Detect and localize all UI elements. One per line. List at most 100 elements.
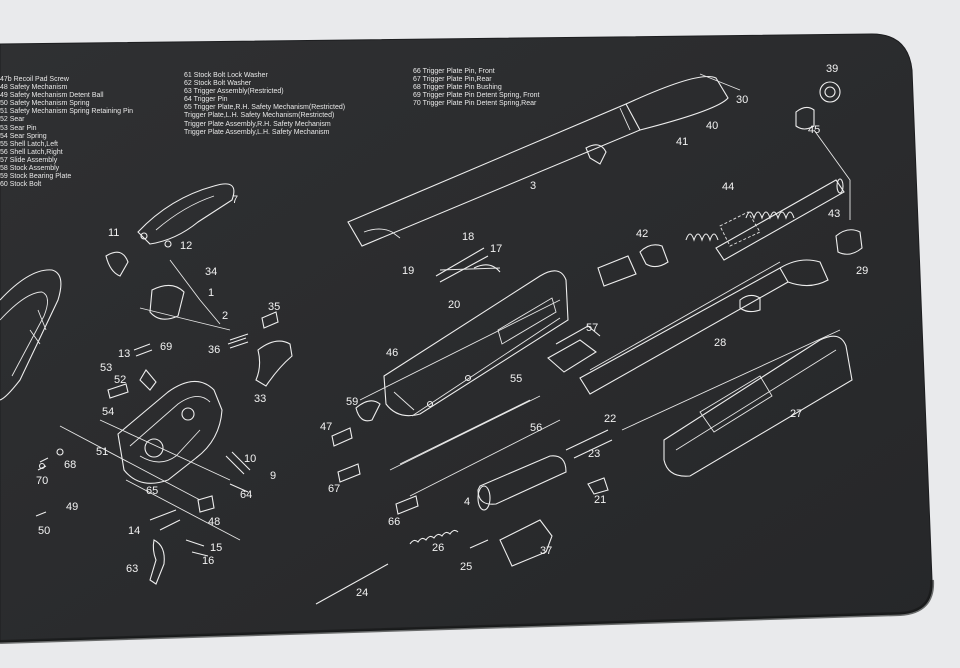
legend-item: 48 Safety Mechanism: [0, 84, 68, 92]
label-34: 34: [205, 266, 217, 278]
mat-edge-shadow: [0, 579, 935, 644]
label-13: 13: [118, 348, 130, 360]
label-68: 68: [64, 459, 76, 471]
label-45: 45: [808, 124, 820, 136]
legend-item: 65 Trigger Plate,R.H. Safety Mechanism(R…: [184, 104, 346, 112]
label-23: 23: [588, 448, 600, 460]
label-50: 50: [38, 525, 50, 537]
label-11: 11: [108, 227, 119, 239]
magazine-tube-drawing: [715, 81, 863, 261]
label-37: 37: [540, 545, 552, 557]
label-47: 47: [320, 421, 332, 433]
label-64: 64: [240, 489, 252, 501]
label-56: 56: [530, 422, 542, 434]
label-27: 27: [790, 408, 802, 420]
safety-part-7: [137, 183, 235, 248]
label-1: 1: [208, 287, 214, 299]
label-48: 48: [208, 516, 220, 528]
label-35: 35: [268, 301, 280, 313]
label-39: 39: [826, 63, 838, 75]
legend-item: 56 Shell Latch,Right: [0, 148, 63, 156]
label-43: 43: [828, 208, 840, 220]
forend-drawing: [621, 329, 853, 477]
label-17: 17: [490, 243, 502, 255]
label-49: 49: [66, 501, 78, 513]
label-29: 29: [856, 265, 868, 277]
label-66: 66: [388, 516, 400, 528]
label-10: 10: [244, 453, 256, 465]
legend-item: 55 Shell Latch,Left: [0, 140, 58, 148]
legend-item: 57 Slide Assembly: [0, 156, 58, 164]
label-59: 59: [346, 396, 358, 408]
barrel-drawing: [347, 73, 741, 247]
label-19: 19: [402, 265, 414, 277]
stock-drawing: [0, 269, 62, 401]
label-36: 36: [208, 344, 220, 356]
legend-item: 49 Safety Mechanism Detent Ball: [0, 92, 104, 100]
legend-item: 68 Trigger Plate Pin Bushing: [413, 84, 502, 92]
label-46: 46: [386, 347, 398, 359]
label-25: 25: [460, 561, 472, 573]
label-42: 42: [636, 228, 648, 240]
label-65: 65: [146, 485, 158, 497]
legend-item: 67 Trigger Plate Pin,Rear: [413, 76, 492, 84]
receiver-drawing: [383, 270, 569, 417]
label-14: 14: [128, 525, 140, 537]
label-3: 3: [530, 180, 536, 192]
legend-item: Trigger Plate,L.H. Safety Mechanism(Rest…: [184, 112, 335, 120]
label-30: 30: [736, 94, 748, 106]
legend-item: 59 Stock Bearing Plate: [0, 173, 72, 181]
label-2: 2: [222, 310, 228, 322]
label-20: 20: [448, 299, 460, 311]
legend-item: 54 Sear Spring: [0, 132, 47, 140]
legend-item: 58 Stock Assembly: [0, 165, 60, 173]
legend-item: 52 Sear: [0, 116, 25, 124]
legend-item: 51 Safety Mechanism Spring Retaining Pin: [0, 108, 134, 116]
label-57: 57: [586, 322, 598, 334]
legend-item: 50 Safety Mechanism Spring: [0, 100, 90, 108]
label-53: 53: [100, 362, 112, 374]
label-28: 28: [714, 337, 726, 349]
part-labels: 7 11 12 34 1 2 35 69 36 13 53 52 33 54 5…: [36, 63, 868, 599]
label-69: 69: [160, 341, 172, 353]
mat-surface: [0, 33, 933, 643]
label-18: 18: [462, 231, 474, 243]
legend-item: 62 Stock Bolt Washer: [184, 80, 252, 88]
legend-item: Trigger Plate Assembly,L.H. Safety Mecha…: [184, 128, 330, 136]
label-22: 22: [604, 413, 616, 425]
label-21: 21: [594, 494, 606, 506]
label-54: 54: [102, 406, 114, 418]
label-63: 63: [126, 563, 138, 575]
label-52: 52: [114, 374, 126, 386]
legend-item: 63 Trigger Assembly(Restricted): [184, 88, 284, 96]
legend-item: 60 Stock Bolt: [0, 181, 42, 189]
label-40: 40: [706, 120, 718, 132]
springs-drawing: [597, 211, 795, 287]
label-16: 16: [202, 555, 214, 567]
label-67: 67: [328, 483, 340, 495]
legend-item: 53 Sear Pin: [0, 124, 37, 132]
label-12: 12: [180, 240, 192, 252]
legend-item: 69 Trigger Plate Pin Detent Spring, Fron…: [413, 92, 540, 100]
action-bar-drawing: [547, 259, 829, 395]
label-33: 33: [254, 393, 266, 405]
legend-item: 66 Trigger Plate Pin, Front: [413, 68, 495, 75]
label-41: 41: [676, 136, 688, 148]
label-7: 7: [232, 194, 238, 206]
label-4: 4: [464, 496, 470, 508]
label-70: 70: [36, 475, 48, 487]
label-15: 15: [210, 542, 222, 554]
label-9: 9: [270, 470, 276, 482]
legend-item: 61 Stock Bolt Lock Washer: [184, 72, 268, 79]
legend-item: 64 Trigger Pin: [184, 96, 228, 104]
legend-item: 70 Trigger Plate Pin Detent Spring,Rear: [413, 100, 537, 108]
label-44: 44: [722, 181, 734, 193]
label-26: 26: [432, 542, 444, 554]
trigger-plate-drawing: [35, 251, 293, 585]
legend-item: Trigger Plate Assembly,R.H. Safety Mecha…: [184, 120, 331, 128]
label-55: 55: [510, 373, 522, 385]
